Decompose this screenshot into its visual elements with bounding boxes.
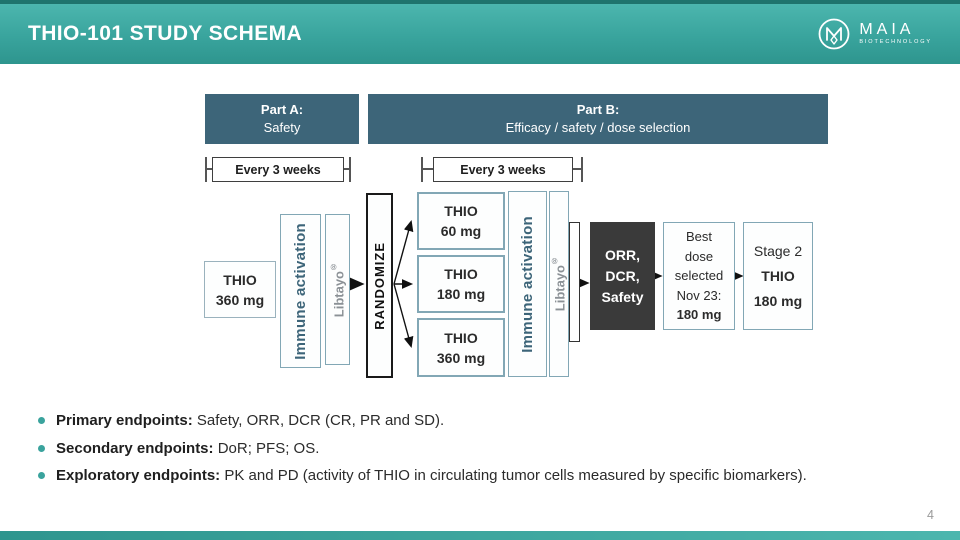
thio-180-arm-box: THIO 180 mg: [417, 255, 505, 313]
interval-label-part-a: Every 3 weeks: [212, 157, 344, 182]
secondary-endpoints-text: DoR; PFS; OS.: [213, 439, 320, 457]
exploratory-endpoints-label: Exploratory endpoints:: [56, 467, 221, 484]
maia-logo: MAIA BIOTECHNOLOGY: [817, 17, 960, 51]
endpoints-list: Primary endpoints: Safety, ORR, DCR (CR,…: [38, 412, 938, 495]
randomize-label: RANDOMIZE: [372, 241, 387, 330]
outcome-box: ORR, DCR, Safety: [590, 222, 655, 330]
footer-bar: [0, 531, 960, 540]
bullet-icon: [38, 444, 45, 452]
thio-start-line2: 360 mg: [215, 291, 265, 308]
page-number: 4: [927, 508, 934, 522]
stage2-box: Stage 2 THIO 180 mg: [743, 222, 813, 330]
thio-start-line1: THIO: [223, 271, 257, 288]
stage2-line1: Stage 2: [753, 242, 803, 259]
secondary-endpoints-label: Secondary endpoints:: [56, 439, 214, 457]
immune-activation-label-a: Immune activation: [292, 222, 309, 360]
best-dose-line4: Nov 23:: [676, 287, 722, 303]
libtayo-box-b: Libtayo®: [549, 191, 569, 377]
maia-monogram-icon: [818, 18, 850, 50]
primary-endpoints-label: Primary endpoints:: [56, 412, 193, 429]
part-b-title: Part B:: [576, 102, 620, 117]
outcome-line1: ORR,: [605, 246, 640, 263]
primary-endpoints-text: Safety, ORR, DCR (CR, PR and SD).: [192, 412, 445, 429]
arm-360-line1: THIO: [444, 329, 478, 346]
stage2-line3: 180 mg: [753, 292, 803, 309]
part-a-subtitle: Safety: [263, 120, 301, 135]
libtayo-box-a: Libtayo®: [325, 214, 350, 365]
immune-activation-box-b: Immune activation: [508, 191, 547, 377]
part-b-header: Part B: Efficacy / safety / dose selecti…: [368, 94, 828, 144]
libtayo-label-a: Libtayo®: [328, 261, 347, 318]
interval-label-part-b: Every 3 weeks: [433, 157, 573, 182]
part-a-title: Part A:: [260, 102, 304, 117]
thio-60-arm-box: THIO 60 mg: [417, 192, 505, 250]
best-dose-line2: dose: [684, 248, 714, 264]
arm-60-line1: THIO: [444, 203, 478, 219]
arm-180-line1: THIO: [444, 266, 478, 282]
maia-logo-text: MAIA BIOTECHNOLOGY: [859, 22, 932, 46]
exploratory-endpoints-item: Exploratory endpoints: PK and PD (activi…: [38, 467, 938, 484]
bullet-icon: [38, 472, 45, 479]
randomize-box: RANDOMIZE: [366, 193, 393, 378]
registered-mark: ®: [328, 261, 338, 271]
logo-name: MAIA: [859, 21, 915, 38]
primary-endpoints-item: Primary endpoints: Safety, ORR, DCR (CR,…: [38, 412, 938, 429]
arm-collector-bracket: [569, 222, 580, 342]
best-dose-line1: Best: [685, 229, 712, 245]
arm-360-line2: 360 mg: [436, 349, 486, 366]
thio-360-arm-box: THIO 360 mg: [417, 318, 505, 377]
arm-180-line2: 180 mg: [436, 286, 486, 302]
part-b-subtitle: Efficacy / safety / dose selection: [505, 120, 691, 135]
bullet-icon: [38, 417, 45, 424]
exploratory-endpoints-text: PK and PD (activity of THIO in circulati…: [220, 467, 807, 484]
outcome-line2: DCR,: [605, 267, 640, 284]
immune-activation-label-b: Immune activation: [519, 215, 536, 353]
slide-header: THIO-101 STUDY SCHEMA MAIA BIOTECHNOLOGY: [0, 0, 960, 64]
page-title: THIO-101 STUDY SCHEMA: [28, 22, 303, 45]
libtayo-label-b: Libtayo®: [550, 256, 568, 312]
best-dose-box: Best dose selected Nov 23: 180 mg: [663, 222, 735, 330]
immune-activation-box-a: Immune activation: [280, 214, 321, 368]
outcome-line3: Safety: [601, 288, 644, 305]
best-dose-line5: 180 mg: [676, 307, 722, 323]
thio-360-start-box: THIO 360 mg: [204, 261, 276, 318]
arm-60-line2: 60 mg: [440, 223, 482, 239]
part-a-header: Part A: Safety: [205, 94, 359, 144]
registered-mark-b: ®: [550, 256, 560, 266]
best-dose-line3: selected: [674, 268, 724, 284]
stage2-line2: THIO: [761, 267, 795, 284]
logo-subtitle: BIOTECHNOLOGY: [859, 39, 932, 45]
secondary-endpoints-item: Secondary endpoints: DoR; PFS; OS.: [38, 440, 938, 457]
